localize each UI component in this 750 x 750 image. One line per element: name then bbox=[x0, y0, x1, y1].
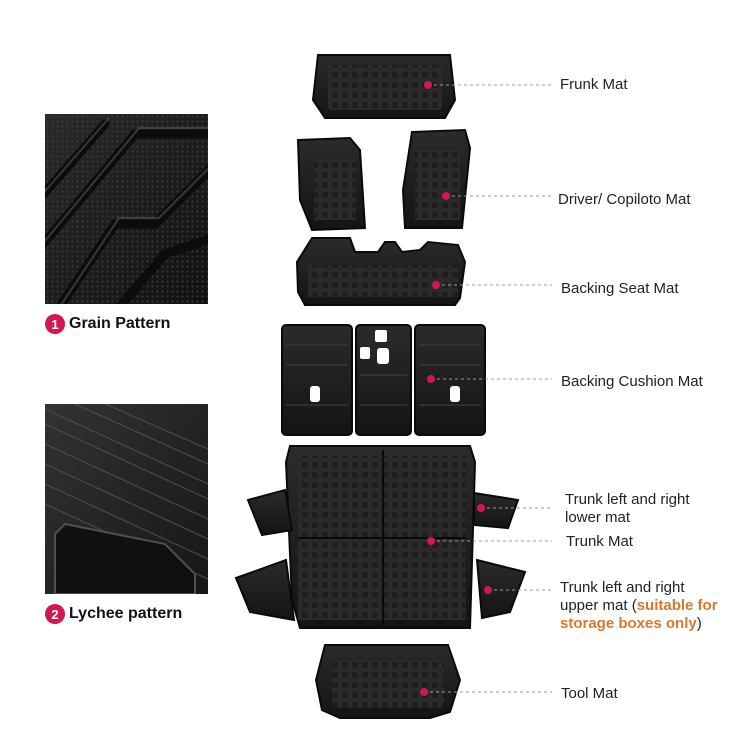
pattern-caption-lychee: 2 Lychee pattern bbox=[45, 604, 182, 624]
label-text: ) bbox=[696, 615, 702, 632]
trunk-lower-right-mat bbox=[473, 491, 520, 530]
trunk-lower-left-mat bbox=[246, 488, 294, 537]
backing-cushion-mat bbox=[281, 324, 486, 436]
label-line: storage boxes only) bbox=[560, 615, 718, 633]
pattern-caption-grain: 1 Grain Pattern bbox=[45, 314, 170, 334]
pattern-label: Grain Pattern bbox=[69, 315, 171, 332]
label-tool-mat: Tool Mat bbox=[561, 685, 618, 702]
label-text: upper mat ( bbox=[560, 597, 637, 614]
leader-lines bbox=[424, 84, 552, 693]
label-backing-cushion-mat: Backing Cushion Mat bbox=[561, 373, 703, 390]
label-driver-mat: Driver/ Copiloto Mat bbox=[558, 191, 691, 208]
lychee-pattern-texture bbox=[45, 404, 208, 594]
number-badge: 2 bbox=[45, 604, 65, 624]
copilot-mat bbox=[401, 128, 472, 229]
label-line: lower mat bbox=[565, 509, 631, 526]
trunk-upper-right-mat bbox=[475, 558, 527, 620]
trunk-mat-shape bbox=[284, 445, 477, 629]
label-trunk-upper-mat: Trunk left and right upper mat (suitable… bbox=[560, 579, 718, 633]
frunk-mat bbox=[311, 54, 457, 119]
number-badge: 1 bbox=[45, 314, 65, 334]
pattern-label: Lychee pattern bbox=[69, 605, 183, 622]
label-backing-seat-mat: Backing Seat Mat bbox=[561, 280, 679, 297]
label-frunk-mat: Frunk Mat bbox=[560, 76, 628, 93]
accent-text: suitable for bbox=[636, 597, 718, 614]
backing-seat-mat bbox=[295, 237, 467, 306]
label-trunk-mat: Trunk Mat bbox=[566, 533, 633, 550]
driver-mat bbox=[296, 136, 367, 232]
grain-pattern-swatch bbox=[45, 114, 208, 304]
accent-text: storage boxes only bbox=[560, 615, 697, 632]
lychee-pattern-swatch bbox=[45, 404, 208, 594]
label-trunk-lower-mat: Trunk left and right lower mat bbox=[565, 491, 690, 527]
label-line: upper mat (suitable for bbox=[560, 597, 718, 615]
label-line: Trunk left and right bbox=[565, 491, 690, 508]
trunk-upper-left-mat bbox=[234, 558, 296, 622]
label-line: Trunk left and right bbox=[560, 579, 685, 596]
marker-dots bbox=[420, 81, 492, 696]
grain-pattern-texture bbox=[45, 114, 208, 304]
tool-mat bbox=[314, 644, 462, 719]
